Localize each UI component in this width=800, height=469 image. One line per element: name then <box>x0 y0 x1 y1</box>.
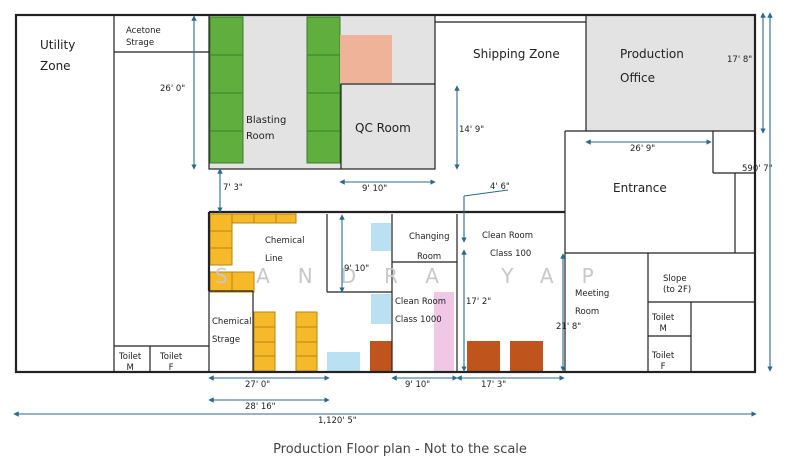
dim-27-0: 27' 0" <box>245 380 271 390</box>
qc-equipment <box>340 35 392 83</box>
dim-4-6: 4' 6" <box>490 182 510 192</box>
qc-room-label: QC Room <box>355 121 411 135</box>
shipping-zone-label: Shipping Zone <box>473 47 560 61</box>
chemical-line-benches <box>209 213 318 372</box>
blasting-equipment <box>209 16 341 164</box>
dim-17-3: 17' 3" <box>481 380 507 390</box>
dimension-lines <box>13 12 773 417</box>
entrance-label: Entrance <box>613 181 667 195</box>
caption: Production Floor plan - Not to the scale <box>273 442 527 457</box>
cleanroom-fixtures <box>327 223 543 371</box>
dim-26-0: 26' 0" <box>160 84 186 94</box>
dim-7-3: 7' 3" <box>223 183 243 193</box>
dim-17-2: 17' 2" <box>466 297 492 307</box>
slope-label: Slope(to 2F) <box>663 274 692 295</box>
walls <box>14 13 757 374</box>
dim-9-10-qc: 9' 10" <box>362 184 388 194</box>
dim-590-7: 590' 7" <box>742 164 773 174</box>
dim-9-10-bottom: 9' 10" <box>405 380 431 390</box>
production-office-floor <box>586 16 755 131</box>
dim-14-9: 14' 9" <box>459 125 485 135</box>
dim-9-10-line: 9' 10" <box>344 264 370 274</box>
watermark: SANDRA YAP <box>215 264 622 288</box>
dim-26-9: 26' 9" <box>630 144 656 154</box>
dim-28-16: 28' 16" <box>245 402 276 412</box>
dim-21-8: 21' 8" <box>556 322 582 332</box>
dim-17-8: 17' 8" <box>727 55 753 65</box>
dim-1120-5: 1,120' 5" <box>318 416 357 426</box>
